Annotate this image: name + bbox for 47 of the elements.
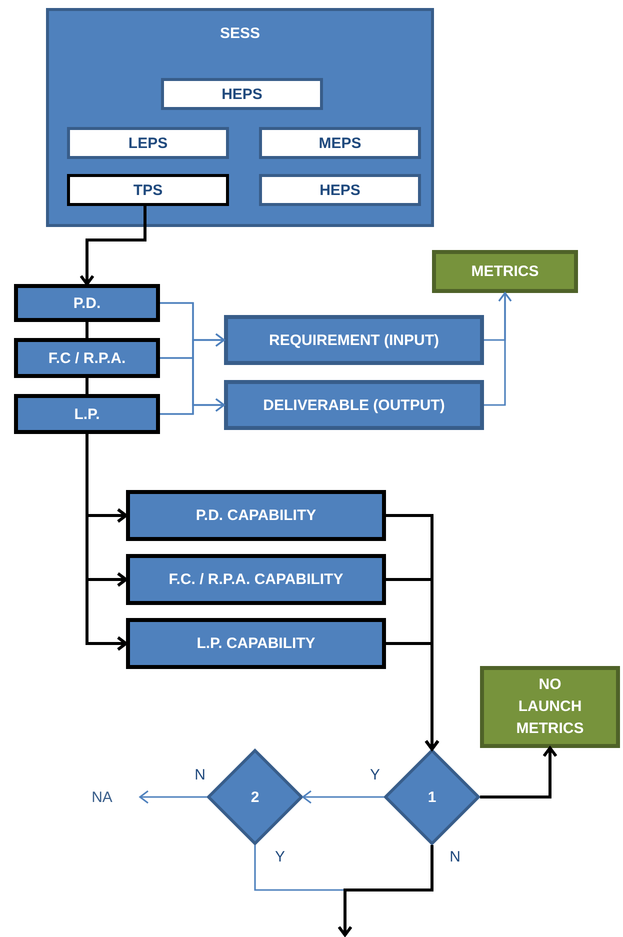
arrow xyxy=(480,746,558,798)
process-box xyxy=(14,338,160,378)
box-label: L.P. xyxy=(74,406,100,422)
process-box xyxy=(14,284,160,322)
arrow xyxy=(160,398,225,415)
box-label: MEPS xyxy=(318,134,362,152)
arrow xyxy=(302,790,384,804)
process-box xyxy=(224,380,484,430)
process-box xyxy=(126,554,386,605)
box-label: DELIVERABLE (OUTPUT) xyxy=(263,396,445,414)
heading: SESS xyxy=(220,25,260,42)
arrow xyxy=(86,434,128,651)
box-label: P.D. xyxy=(73,294,101,312)
arrow xyxy=(139,790,207,804)
box-label: F.C / R.P.A. xyxy=(48,350,126,366)
arrow xyxy=(484,292,512,406)
process-box xyxy=(259,127,421,159)
box-label: TPS xyxy=(133,182,163,198)
box-label: 1 xyxy=(428,788,436,806)
process-box xyxy=(259,174,421,206)
decision-diamond xyxy=(207,749,303,845)
decision-diamond xyxy=(384,749,480,845)
process-box xyxy=(224,315,484,365)
process-box xyxy=(161,78,323,110)
connector-line xyxy=(86,322,88,338)
box-label: LEPS xyxy=(128,134,168,152)
box-label: L.P. CAPABILITY xyxy=(196,635,316,652)
process-box xyxy=(126,490,386,541)
box-label: METRICS xyxy=(471,263,539,280)
box-label: NA xyxy=(92,788,112,806)
process-box xyxy=(14,394,160,434)
box-label: HEPS xyxy=(320,182,360,198)
box-label: P.D. CAPABILITY xyxy=(196,507,316,524)
metrics-box xyxy=(432,250,578,293)
process-box xyxy=(67,174,229,206)
box-label: 2 xyxy=(250,788,260,806)
process-box xyxy=(126,618,386,669)
arrow xyxy=(338,845,434,936)
box-label: NO LAUNCH METRICS xyxy=(515,675,585,739)
metrics-box xyxy=(480,666,620,748)
box-label: F.C. / R.P.A. CAPABILITY xyxy=(168,571,344,588)
connector-line xyxy=(86,378,88,394)
process-box xyxy=(67,127,229,159)
box-label: HEPS xyxy=(222,86,262,102)
group-box xyxy=(46,8,434,227)
box-label: REQUIREMENT (INPUT) xyxy=(269,332,439,348)
arrow xyxy=(386,642,440,750)
